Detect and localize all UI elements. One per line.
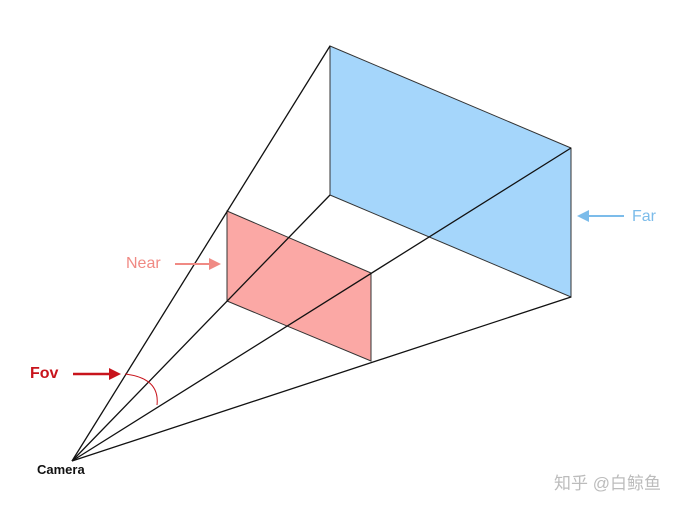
near-label: Near (126, 255, 161, 272)
near-arrow-icon (175, 258, 221, 270)
watermark: 知乎 @白鲸鱼 (554, 474, 661, 493)
near-plane (226, 210, 372, 362)
frustum-edges (71, 45, 572, 462)
far-plane (329, 45, 572, 298)
camera-label: Camera (37, 462, 85, 477)
far-arrow-icon (577, 210, 624, 222)
fov-arrow-icon (73, 368, 121, 380)
fov-label: Fov (30, 365, 59, 382)
far-label: Far (632, 208, 656, 225)
fov-arc (124, 373, 158, 406)
